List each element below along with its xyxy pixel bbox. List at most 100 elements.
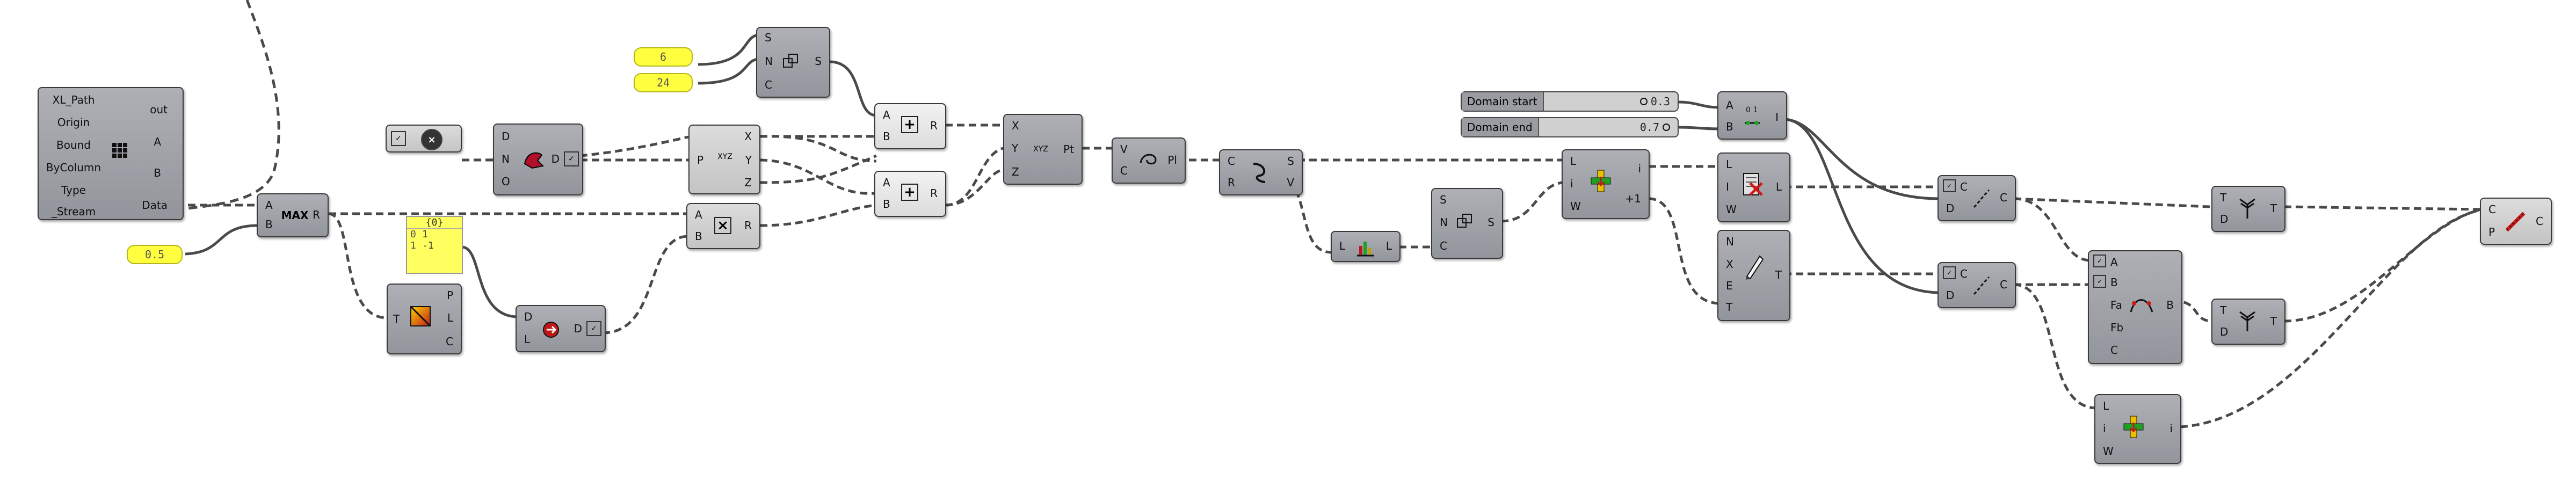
input-stream: _Stream <box>51 205 96 218</box>
number-input-24[interactable]: 24 <box>634 73 693 92</box>
output-s: S <box>1487 216 1494 229</box>
close-x-icon: × <box>421 129 442 150</box>
domain-end-slider[interactable]: Domain end 0.7 <box>1461 117 1679 137</box>
blend-curve-component[interactable]: ✓ A ✓ B Fa Fb C B <box>2088 250 2182 364</box>
output-l: L <box>447 311 453 324</box>
max-label: MAX <box>281 209 309 222</box>
output-b: B <box>2166 299 2174 311</box>
input-b: B <box>695 230 702 243</box>
list-length-icon <box>1354 235 1377 259</box>
output-d: D <box>574 322 582 335</box>
output-r: R <box>744 219 752 232</box>
input-y: Y <box>1012 142 1019 155</box>
output-out: out <box>150 103 168 116</box>
input-d: D <box>524 310 533 323</box>
input-l: L <box>1726 158 1732 171</box>
output-b: B <box>154 166 161 179</box>
input-xl-path: XL_Path <box>52 93 95 106</box>
slider-grip-icon[interactable] <box>1663 124 1670 131</box>
input-a: A <box>1726 99 1733 112</box>
output-z: Z <box>744 176 752 189</box>
input-c: C <box>1228 155 1235 168</box>
cull-index-component[interactable]: L I W L <box>1717 152 1790 222</box>
output-data: Data <box>142 199 168 212</box>
output-t: T <box>2270 202 2277 215</box>
input-b: B <box>883 130 890 143</box>
plus-icon: + <box>901 116 918 133</box>
input-c: C <box>1960 267 1968 280</box>
boolean-toggle[interactable]: ✓ × <box>386 125 462 152</box>
square-icon: ✓ <box>391 131 406 146</box>
sub-curve-component[interactable]: ✓ C D C <box>1938 175 2016 221</box>
plus-icon: + <box>901 184 918 201</box>
interpolate-component[interactable]: N X E T T <box>1717 230 1790 321</box>
tree-icon <box>2234 195 2261 222</box>
slider-track[interactable]: 0.3 <box>1544 92 1678 111</box>
input-a: A <box>695 208 702 221</box>
plane-icon <box>1136 147 1160 171</box>
addition-component-2[interactable]: A B + R <box>874 171 946 217</box>
evaluate-curve-component[interactable]: C R S V <box>1219 149 1303 195</box>
gradient-component[interactable]: T P L C <box>387 284 462 354</box>
input-t: T <box>1726 301 1733 314</box>
square-icon: ✓ <box>586 321 601 336</box>
max-component[interactable]: A B MAX R <box>257 193 329 237</box>
input-c: C <box>1440 239 1447 252</box>
output-s: S <box>1287 155 1294 168</box>
input-c: C <box>1960 180 1968 193</box>
construct-domain-component[interactable]: A B 0 1 I <box>1717 91 1787 140</box>
addition-component[interactable]: A B + R <box>874 103 946 149</box>
sub-curve-component-2[interactable]: ✓ C D C <box>1938 262 2016 308</box>
list-item-component-2[interactable]: L i W i <box>2094 394 2181 464</box>
domain-start-slider[interactable]: Domain start 0.3 <box>1461 91 1679 112</box>
output-d: D <box>551 152 560 165</box>
square-icon: ✓ <box>1943 179 1956 192</box>
output-r: R <box>930 119 938 132</box>
deconstruct-point-component[interactable]: P XYZ X Y Z <box>688 125 760 194</box>
list-item-component[interactable]: L i W i +1 <box>1562 149 1650 219</box>
row-value: 1 <box>422 229 428 240</box>
input-n: N <box>1440 216 1448 229</box>
input-b: B <box>883 198 890 210</box>
deconstruct-component[interactable]: D N O D ✓ <box>493 124 583 195</box>
plane-component[interactable]: V C Pl <box>1112 137 1186 184</box>
list-item-icon <box>2121 413 2146 440</box>
input-fb: Fb <box>2110 321 2124 334</box>
row-index: 1 <box>410 240 416 251</box>
list-item-icon <box>1588 168 1613 194</box>
input-n: N <box>502 152 510 165</box>
input-t: T <box>2220 191 2227 204</box>
dispatch-component[interactable]: D L D ✓ <box>516 305 606 352</box>
slider-grip-icon[interactable] <box>1639 98 1648 105</box>
output-plus1: +1 <box>1625 192 1641 205</box>
input-w: W <box>1570 200 1581 213</box>
number-input-6[interactable]: 6 <box>634 47 693 67</box>
tree-statistics-component-2[interactable]: T D T <box>2211 299 2285 345</box>
row-index: 0 <box>410 229 416 240</box>
input-e: E <box>1726 279 1733 292</box>
list-length-component[interactable]: L L <box>1331 231 1401 262</box>
input-w: W <box>1726 203 1737 216</box>
output-x: X <box>744 130 752 143</box>
input-c: C <box>2110 344 2118 357</box>
output-r: R <box>313 208 320 221</box>
output-l: L <box>1775 180 1782 193</box>
number-input-half[interactable]: 0.5 <box>127 245 183 264</box>
pipe-component[interactable]: C P C <box>2480 198 2552 245</box>
square-icon: ✓ <box>2093 275 2106 288</box>
input-p: P <box>2488 226 2495 238</box>
multiplication-component[interactable]: A B × R <box>686 203 760 249</box>
input-d: D <box>2220 325 2229 338</box>
slider-track[interactable]: 0.7 <box>1539 118 1678 136</box>
input-i: i <box>2103 422 2106 435</box>
svg-text:0 1: 0 1 <box>1746 106 1758 114</box>
divide-curve-component[interactable]: S N C S <box>756 27 830 98</box>
divide-curve-component-2[interactable]: S N C S <box>1431 188 1503 259</box>
excel-reader-component[interactable]: XL_Path Origin Bound ByColumn Type _Stre… <box>38 87 184 220</box>
tree-statistics-component[interactable]: T D T <box>2211 186 2285 232</box>
construct-point-component[interactable]: X Y Z XYZ Pt <box>1003 114 1083 185</box>
divide-curve-icon <box>1453 209 1477 234</box>
